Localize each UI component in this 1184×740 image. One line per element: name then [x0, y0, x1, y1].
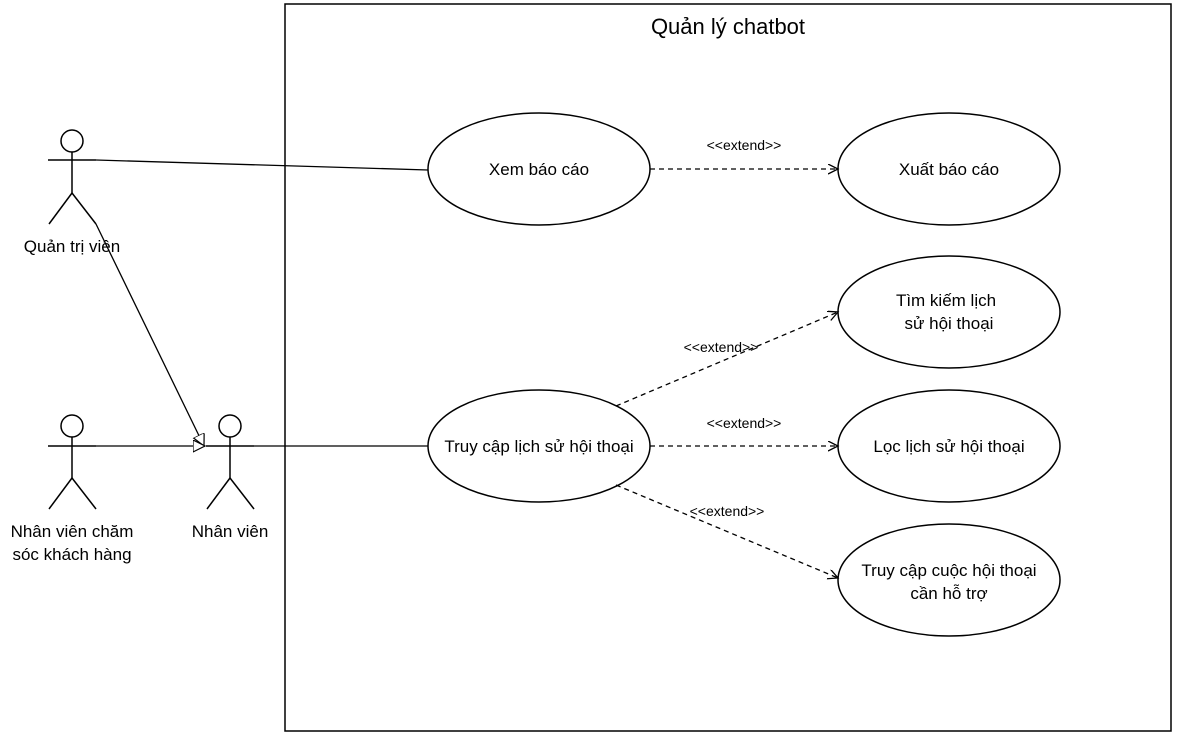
usecase-export-report-label: Xuất báo cáo	[899, 160, 999, 179]
usecase-search-history-label-line2: sử hội thoại	[905, 314, 994, 333]
actor-cs-staff-label-line2: sóc khách hàng	[12, 545, 131, 564]
usecase-access-support[interactable]	[837, 523, 1061, 637]
usecase-access-history-label: Truy cập lịch sử hội thoại	[444, 437, 633, 456]
extend-search-history	[615, 312, 838, 407]
generalization-admin-staff	[95, 223, 204, 446]
usecase-access-support-label-line1: Truy cập cuộc hội thoại	[861, 561, 1036, 580]
association-admin-view-report	[95, 159, 429, 171]
usecase-view-report-label: Xem báo cáo	[489, 160, 589, 179]
usecase-filter-history-label: Lọc lịch sử hội thoại	[873, 437, 1024, 456]
actor-admin-label: Quản trị viên	[24, 237, 120, 256]
actor-staff[interactable]	[206, 414, 255, 510]
actor-cs-staff[interactable]	[48, 414, 97, 510]
extend-export-report-label: <<extend>>	[707, 137, 782, 153]
actor-admin[interactable]	[48, 129, 97, 225]
extend-access-support-label: <<extend>>	[690, 503, 765, 519]
extend-search-history-label: <<extend>>	[684, 339, 759, 355]
system-boundary	[284, 3, 1172, 732]
usecase-access-support-label-line2: cần hỗ trợ	[910, 584, 987, 603]
actor-cs-staff-label-line1: Nhân viên chăm	[11, 522, 134, 541]
extend-access-support	[615, 484, 838, 578]
system-title: Quản lý chatbot	[651, 14, 805, 39]
extend-filter-history-label: <<extend>>	[707, 415, 782, 431]
actor-staff-label: Nhân viên	[192, 522, 269, 541]
usecase-search-history[interactable]	[837, 255, 1061, 369]
usecase-search-history-label-line1: Tìm kiếm lịch	[896, 291, 996, 310]
